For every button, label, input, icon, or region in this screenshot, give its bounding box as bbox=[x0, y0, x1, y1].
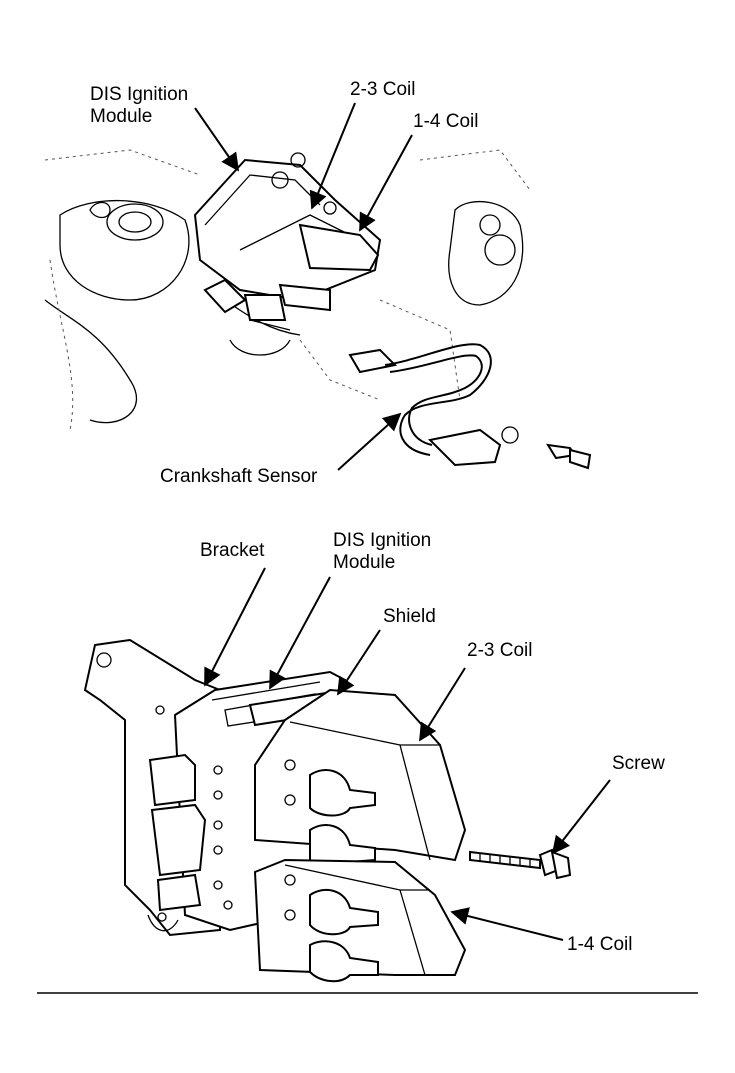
top-crank-sensor-label: Crankshaft Sensor bbox=[160, 466, 318, 487]
engine-block-sketch bbox=[44, 149, 531, 431]
top-dis-module-label-2: Module bbox=[90, 106, 152, 127]
bottom-screw-label: Screw bbox=[612, 753, 665, 774]
top-dis-module-arrow bbox=[194, 107, 240, 172]
top-coil-assembly bbox=[193, 152, 382, 356]
bottom-coil-14-label: 1-4 Coil bbox=[567, 934, 632, 955]
screw-drawing bbox=[469, 848, 572, 880]
top-crank-sensor-arrow bbox=[337, 412, 402, 471]
bottom-dis-module-label-1: DIS Ignition bbox=[333, 530, 431, 551]
coil-23-drawing bbox=[254, 688, 467, 871]
bottom-shield-label: Shield bbox=[383, 606, 436, 627]
top-engine-view: DIS Ignition Module 2-3 Coil 1-4 Coil Cr… bbox=[44, 79, 592, 487]
bottom-bracket-label: Bracket bbox=[200, 540, 265, 561]
top-coil-14-arrow bbox=[359, 134, 413, 232]
top-coil-23-arrow bbox=[309, 102, 356, 210]
crankshaft-sensor-drawing bbox=[348, 343, 592, 470]
bottom-dis-module-label-2: Module bbox=[333, 552, 395, 573]
top-dis-module-label-1: DIS Ignition bbox=[90, 84, 188, 105]
bottom-coil-23-arrow bbox=[419, 667, 466, 742]
bottom-dis-module-arrow bbox=[269, 576, 331, 690]
bottom-assembly-view: Bracket DIS Ignition Module Shield 2-3 C… bbox=[83, 530, 665, 983]
top-coil-14-label: 1-4 Coil bbox=[413, 111, 478, 132]
bottom-bracket-arrow bbox=[204, 567, 266, 687]
coil-14-drawing bbox=[253, 858, 467, 983]
top-coil-23-label: 2-3 Coil bbox=[350, 79, 415, 100]
bottom-shield-arrow bbox=[337, 629, 381, 696]
bottom-coil-14-arrow bbox=[450, 907, 564, 941]
bottom-coil-23-label: 2-3 Coil bbox=[467, 640, 532, 661]
bottom-screw-arrow bbox=[551, 779, 611, 855]
